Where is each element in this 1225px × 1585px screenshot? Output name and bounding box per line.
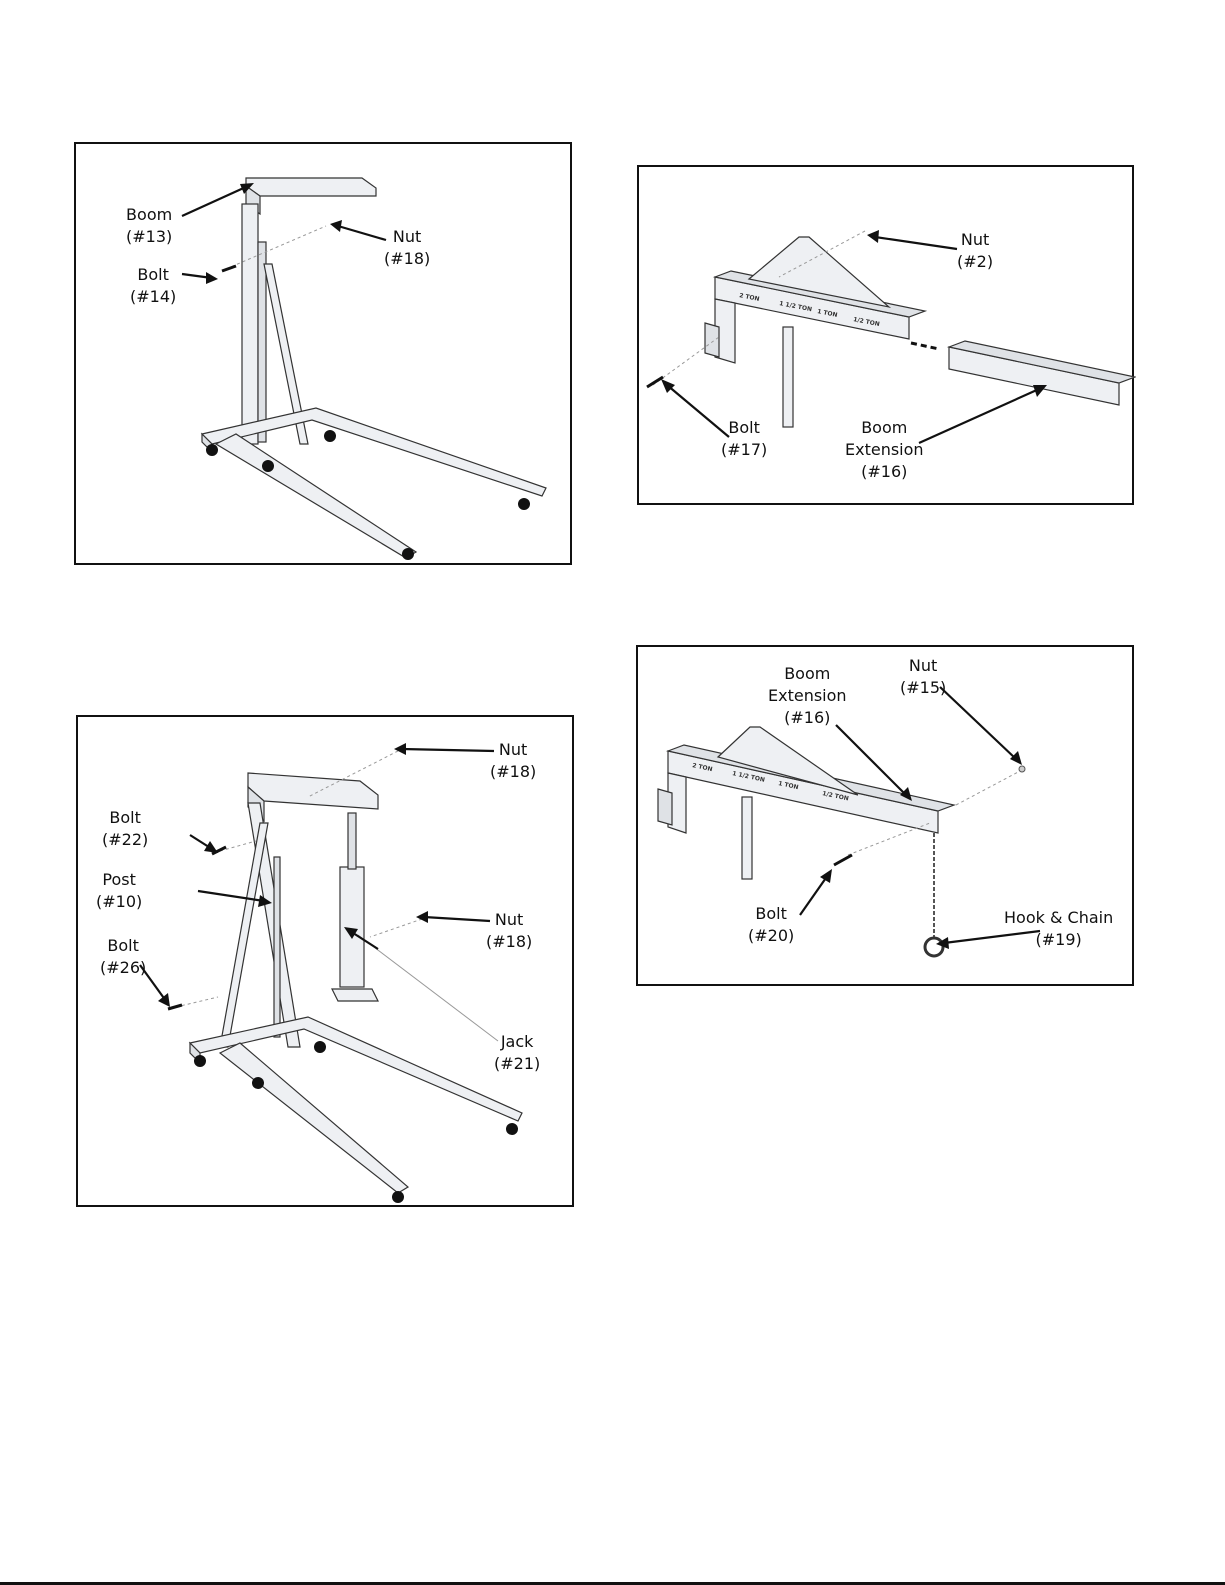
label-bolt: Bolt(#14) xyxy=(130,264,176,308)
jack-part xyxy=(340,867,364,987)
caster-wheel xyxy=(252,1077,264,1089)
caster-wheel xyxy=(194,1055,206,1067)
callout-arrow xyxy=(667,385,729,437)
crane-drawing-3 xyxy=(78,717,576,1209)
caster-wheel xyxy=(402,548,414,560)
bolt-part xyxy=(647,377,663,387)
caster-wheel xyxy=(314,1041,326,1053)
callout-arrow xyxy=(800,875,828,915)
callout-arrow xyxy=(182,186,248,216)
label-boom: Boom(#13) xyxy=(126,204,172,248)
figure-panel-boom-extension: 2 TON 1 1/2 TON 1 TON 1/2 TON Nut(#2) Bo… xyxy=(637,165,1134,505)
caster-wheel xyxy=(506,1123,518,1135)
caster-wheel xyxy=(518,498,530,510)
label-nut-top: Nut(#18) xyxy=(490,739,536,783)
label-bolt-22: Bolt(#22) xyxy=(102,807,148,851)
hook-part xyxy=(925,938,943,956)
callout-arrow xyxy=(875,237,957,249)
bolt-part xyxy=(168,1005,182,1009)
callout-arrow xyxy=(940,687,1016,759)
callout-arrow xyxy=(424,917,490,921)
label-bolt: Bolt(#20) xyxy=(748,903,794,947)
caster-wheel xyxy=(262,460,274,472)
figure-panel-boom-install: Boom(#13) Nut(#18) Bolt(#14) xyxy=(74,142,572,565)
label-hook-chain: Hook & Chain(#19) xyxy=(1004,907,1113,951)
callout-arrow xyxy=(919,389,1039,443)
figure-panel-post-jack: Nut(#18) Bolt(#22) Post(#10) Bolt(#26) N… xyxy=(76,715,574,1207)
callout-arrow xyxy=(402,749,494,751)
label-bolt: Bolt(#17) xyxy=(721,417,767,461)
label-nut: Nut(#18) xyxy=(384,226,430,270)
caster-wheel xyxy=(324,430,336,442)
bolt-part xyxy=(222,266,236,271)
caster-wheel xyxy=(206,444,218,456)
label-nut: Nut(#15) xyxy=(900,655,946,699)
label-nut-mid: Nut(#18) xyxy=(486,909,532,953)
label-post: Post(#10) xyxy=(96,869,142,913)
bolt-part xyxy=(834,855,852,865)
callout-arrow xyxy=(338,226,386,240)
label-jack: Jack(#21) xyxy=(494,1031,540,1075)
caster-wheel xyxy=(392,1191,404,1203)
label-bolt-26: Bolt(#26) xyxy=(100,935,146,979)
label-nut: Nut(#2) xyxy=(957,229,993,273)
